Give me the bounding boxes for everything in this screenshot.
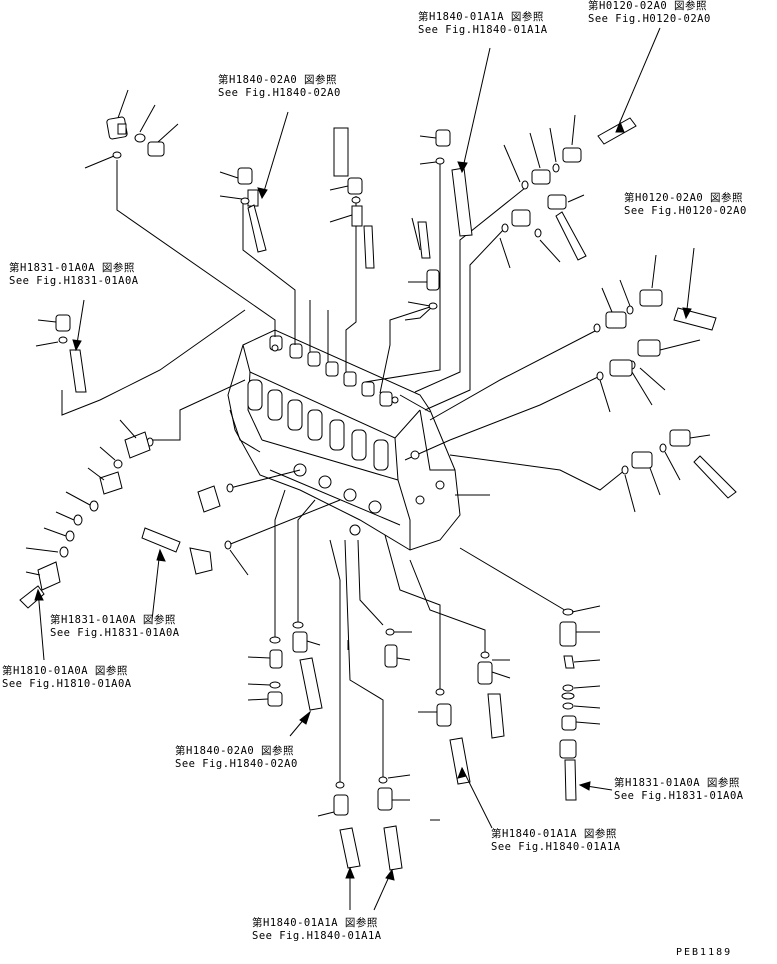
reference-label-1-jp: 第H1840-01A1A 図参照 — [418, 11, 544, 23]
reference-label-2-en: See Fig.H0120-02A0 — [588, 13, 711, 25]
reference-label-6-jp: 第H1831-01A0A 図参照 — [50, 614, 176, 626]
reference-label-3-jp: 第H1840-02A0 図参照 — [218, 74, 338, 86]
reference-label-7-jp: 第H1810-01A0A 図参照 — [2, 665, 128, 677]
reference-label-9: 第H1840-01A1A 図参照 See Fig.H1840-01A1A — [491, 828, 621, 854]
reference-label-11: 第H1840-01A1A 図参照 See Fig.H1840-01A1A — [252, 917, 382, 943]
reference-label-8-jp: 第H1840-02A0 図参照 — [175, 745, 295, 757]
reference-label-1: 第H1840-01A1A 図参照 See Fig.H1840-01A1A — [418, 11, 548, 37]
reference-label-7-en: See Fig.H1810-01A0A — [2, 678, 132, 690]
reference-label-4: 第H0120-02A0 図参照 See Fig.H0120-02A0 — [624, 192, 747, 218]
fittings — [19, 27, 737, 911]
reference-label-5-jp: 第H1831-01A0A 図参照 — [9, 262, 135, 274]
reference-label-7: 第H1810-01A0A 図参照 See Fig.H1810-01A0A — [2, 665, 132, 691]
leader-lines — [61, 160, 626, 785]
reference-label-11-en: See Fig.H1840-01A1A — [252, 930, 382, 942]
reference-label-3: 第H1840-02A0 図参照 See Fig.H1840-02A0 — [218, 74, 341, 100]
reference-label-3-en: See Fig.H1840-02A0 — [218, 87, 341, 99]
reference-label-8-en: See Fig.H1840-02A0 — [175, 758, 298, 770]
reference-label-10: 第H1831-01A0A 図参照 See Fig.H1831-01A0A — [614, 777, 744, 803]
reference-label-6-en: See Fig.H1831-01A0A — [50, 627, 180, 639]
reference-label-4-en: See Fig.H0120-02A0 — [624, 205, 747, 217]
reference-label-11-jp: 第H1840-01A1A 図参照 — [252, 917, 378, 929]
reference-label-1-en: See Fig.H1840-01A1A — [418, 24, 548, 36]
reference-label-6: 第H1831-01A0A 図参照 See Fig.H1831-01A0A — [50, 614, 180, 640]
control-valve-body — [227, 329, 461, 551]
drawing-code: PEB1189 — [676, 947, 733, 958]
reference-label-2: 第H0120-02A0 図参照 See Fig.H0120-02A0 — [588, 0, 711, 26]
reference-label-9-en: See Fig.H1840-01A1A — [491, 841, 621, 853]
reference-label-5: 第H1831-01A0A 図参照 See Fig.H1831-01A0A — [9, 262, 139, 288]
reference-label-9-jp: 第H1840-01A1A 図参照 — [491, 828, 617, 840]
reference-label-8: 第H1840-02A0 図参照 See Fig.H1840-02A0 — [175, 745, 298, 771]
arrowheads — [34, 120, 692, 881]
reference-label-2-jp: 第H0120-02A0 図参照 — [588, 0, 708, 12]
reference-label-4-jp: 第H0120-02A0 図参照 — [624, 192, 744, 204]
reference-label-5-en: See Fig.H1831-01A0A — [9, 275, 139, 287]
reference-label-10-en: See Fig.H1831-01A0A — [614, 790, 744, 802]
reference-label-10-jp: 第H1831-01A0A 図参照 — [614, 777, 740, 789]
